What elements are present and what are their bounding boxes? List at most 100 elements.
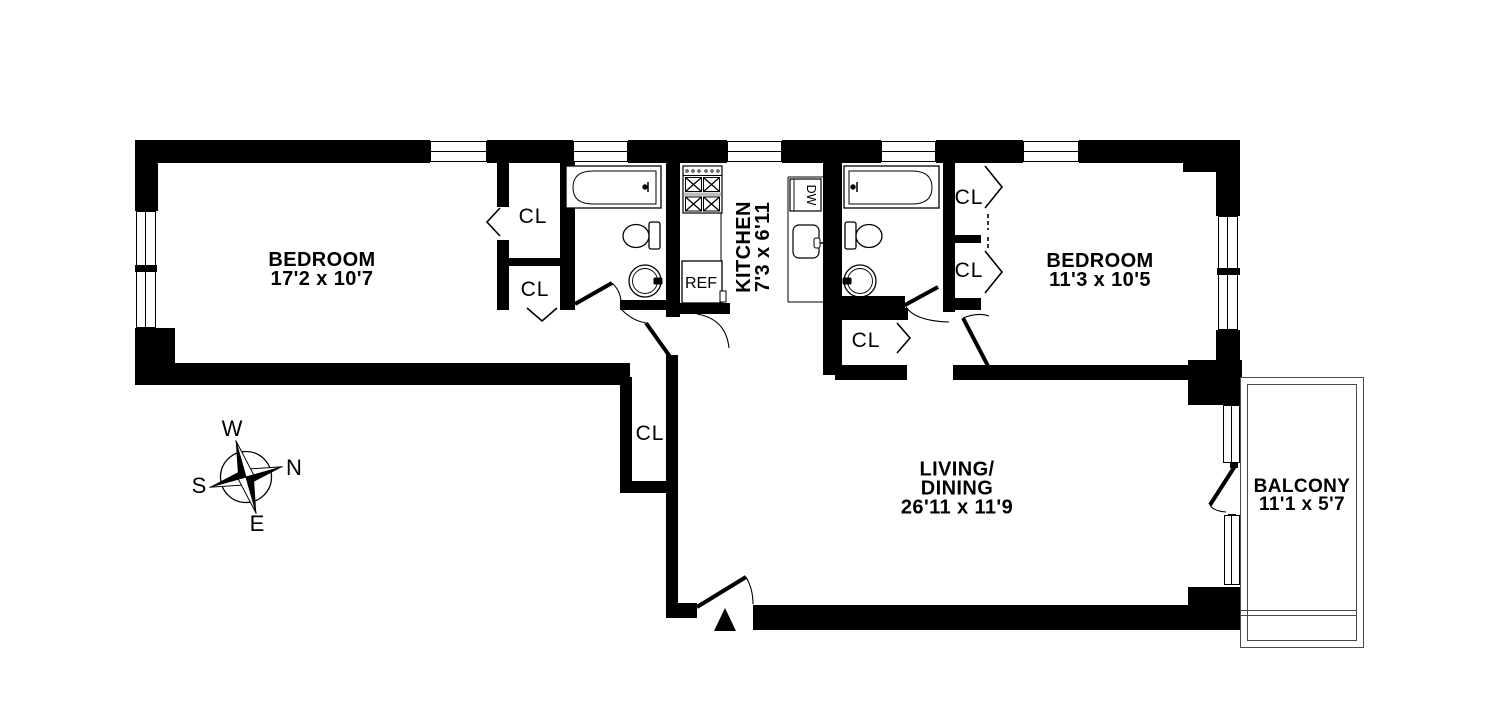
wall-segment — [497, 258, 563, 266]
toilet-bowl — [855, 223, 883, 249]
balcony-label: BALCONY 11'1 x 5'7 — [1253, 476, 1351, 514]
toilet-bowl — [622, 223, 650, 249]
wall-segment — [953, 365, 1190, 380]
wall-segment — [753, 605, 1240, 630]
bathroom2-door — [904, 285, 939, 307]
toilet-left — [622, 221, 661, 250]
window — [1023, 141, 1079, 162]
closet-label: CL — [954, 186, 984, 209]
wall-segment — [835, 365, 907, 380]
closet-door-chevron — [896, 322, 912, 354]
faucet-icon — [842, 277, 852, 285]
burner-x — [685, 177, 720, 212]
door-arc — [621, 309, 647, 324]
dishwasher-outline — [789, 178, 822, 212]
wall-segment — [1188, 360, 1242, 405]
faucet-icon — [850, 184, 856, 190]
compass-rose: W N S E — [192, 416, 302, 536]
compass-arm — [246, 466, 283, 485]
wall-segment — [943, 235, 981, 243]
room-name: DINING — [920, 477, 994, 500]
window-mullion — [135, 265, 157, 272]
closet-door-chevron — [526, 307, 558, 323]
compass-east-label: E — [250, 511, 265, 536]
door-leaves — [574, 281, 1237, 609]
toilet-tank — [844, 221, 857, 250]
compass-circle — [219, 450, 273, 504]
closet-door-chevron — [984, 165, 1004, 209]
wall-segment — [1216, 330, 1240, 365]
faucet-icon — [653, 277, 663, 285]
closet-label: CL — [518, 205, 548, 228]
door-arc — [696, 313, 730, 349]
closet-door-symbols — [485, 165, 1004, 354]
wall-segment — [1183, 140, 1216, 172]
wall-segment — [943, 298, 981, 310]
window — [1223, 405, 1240, 463]
bathtub-basin — [848, 170, 933, 205]
wall-segment — [835, 308, 895, 320]
room-dimensions: 7'3 x 6'11 — [752, 201, 774, 293]
compass-south-label: S — [192, 473, 207, 498]
wall-segment — [895, 308, 908, 320]
balcony-door — [1208, 464, 1237, 507]
door-arc — [1209, 504, 1227, 513]
wall-segment — [135, 363, 630, 385]
window — [573, 141, 628, 162]
wall-segment — [487, 140, 573, 163]
stove-knobs — [685, 169, 720, 173]
toilet-tank — [648, 221, 661, 250]
compass-north-label: N — [286, 455, 302, 480]
window — [1224, 515, 1240, 585]
wall-segment — [823, 158, 842, 375]
toilet-right — [844, 221, 883, 250]
room-name: BALCONY — [1253, 476, 1351, 497]
kitchen-counter — [787, 176, 824, 303]
bedroom1-door — [644, 321, 673, 360]
window — [727, 141, 782, 162]
faucet-icon — [642, 184, 648, 190]
wall-segment — [666, 158, 680, 317]
bedroom2-door — [961, 317, 990, 367]
wall-segment — [135, 140, 430, 163]
wall-segment — [497, 240, 509, 310]
door-arc — [962, 313, 990, 319]
burners — [685, 177, 720, 212]
bedroom-left-label: BEDROOM 17'2 x 10'7 — [268, 249, 376, 290]
refrigerator-outline — [681, 260, 723, 304]
bathtub-right — [843, 165, 940, 209]
wall-segment — [666, 303, 730, 314]
stove — [682, 165, 723, 261]
bathtub-left — [565, 165, 662, 209]
kitchen-label: KITCHEN 7'3 x 6'11 — [733, 201, 774, 293]
building-edge-line — [1240, 615, 1357, 616]
balcony-outline-inner — [1247, 384, 1357, 641]
room-dimensions: 11'3 x 10'5 — [1049, 269, 1151, 291]
window-mullion — [1217, 268, 1240, 275]
wall-segment — [936, 140, 1023, 163]
compass-arm — [237, 476, 257, 514]
sink-right — [842, 264, 877, 298]
room-name: BEDROOM — [268, 249, 376, 271]
wall-segment — [620, 481, 678, 493]
door-arcs — [611, 282, 1227, 605]
closet-door-chevron — [485, 207, 501, 237]
bedroom-right-label: BEDROOM 11'3 x 10'5 — [1046, 250, 1154, 291]
faucet-icon — [813, 237, 821, 249]
wall-segment — [620, 300, 666, 310]
window — [881, 141, 936, 162]
wall-segment — [628, 140, 727, 163]
wall-segment — [135, 140, 158, 211]
room-dimensions: 17'2 x 10'7 — [270, 268, 374, 290]
closet-label: CL — [851, 329, 881, 352]
bathroom1-door — [574, 281, 613, 306]
wall-segment — [666, 355, 678, 605]
wall-segment — [497, 162, 509, 207]
dishwasher-label: DW — [804, 185, 818, 206]
room-name: BEDROOM — [1046, 250, 1154, 272]
room-name: LIVING/ — [919, 458, 995, 481]
room-dimensions: 26'11 x 11'9 — [900, 496, 1014, 519]
wall-segment — [620, 377, 632, 493]
